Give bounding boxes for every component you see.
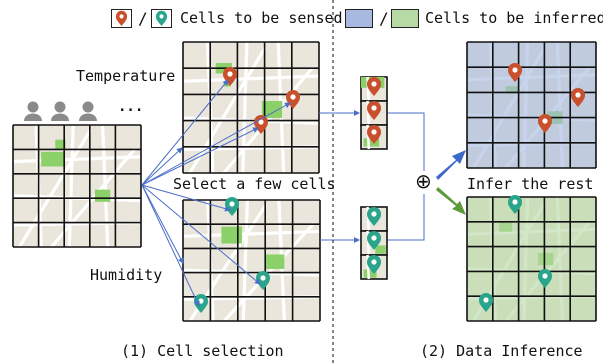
- street: [183, 229, 320, 238]
- combine-line: [388, 112, 425, 171]
- infer-arrow-icon: [436, 187, 466, 215]
- selection-arrow: [141, 184, 184, 264]
- humidity-label: Humidity: [90, 266, 163, 284]
- park: [261, 100, 283, 118]
- selection-arrow: [141, 102, 291, 186]
- combine-plus-icon: ⊕: [415, 169, 432, 193]
- person-icon: [24, 101, 42, 121]
- street: [17, 129, 92, 247]
- legend-inferred-blue-swatch: [345, 9, 373, 28]
- park: [94, 189, 111, 202]
- selection-arrow: [141, 79, 229, 186]
- legend-humidity-pin-icon: [155, 10, 168, 26]
- combine-line: [388, 194, 425, 241]
- temperature-cell-stack: [360, 76, 388, 150]
- temperature-map: [182, 41, 320, 174]
- person-icon: [79, 101, 97, 121]
- users-ellipsis: ...: [118, 99, 144, 115]
- park: [363, 269, 377, 278]
- infer-rest-label: Infer the rest: [467, 175, 594, 193]
- street: [183, 74, 319, 83]
- park: [55, 139, 66, 150]
- person-icon: [51, 101, 69, 121]
- legend-inferred-label: Cells to be inferred: [425, 9, 603, 27]
- park: [363, 138, 380, 147]
- legend-inferred-green-swatch: [391, 9, 419, 28]
- selection-arrow: [141, 147, 183, 186]
- legend-temperature-pin-icon: [115, 10, 128, 26]
- map-background: [13, 125, 141, 247]
- section2-caption: (2) Data Inference: [420, 342, 583, 360]
- legend-sensed-label: Cells to be sensed: [180, 9, 343, 27]
- selection-arrow: [141, 127, 259, 186]
- park: [41, 151, 65, 167]
- street: [13, 155, 141, 164]
- left-city-map: [12, 124, 142, 248]
- select-cells-label: Select a few cells: [173, 175, 336, 193]
- selection-arrow: [141, 184, 261, 285]
- selection-arrow: [141, 184, 200, 307]
- inferred-tint: [467, 42, 596, 168]
- section1-caption: (1) Cell selection: [121, 342, 284, 360]
- legend-separator-2: /: [379, 9, 389, 28]
- park: [375, 245, 386, 254]
- park: [221, 226, 242, 244]
- humidity-cell-stack: [360, 206, 388, 280]
- selection-arrow: [141, 184, 231, 212]
- infer-arrow-icon: [436, 150, 466, 180]
- park: [265, 254, 285, 269]
- temperature-label: Temperature: [76, 67, 176, 85]
- legend-separator: /: [138, 9, 148, 28]
- inferred-temperature-map: [466, 41, 597, 169]
- street: [188, 46, 267, 173]
